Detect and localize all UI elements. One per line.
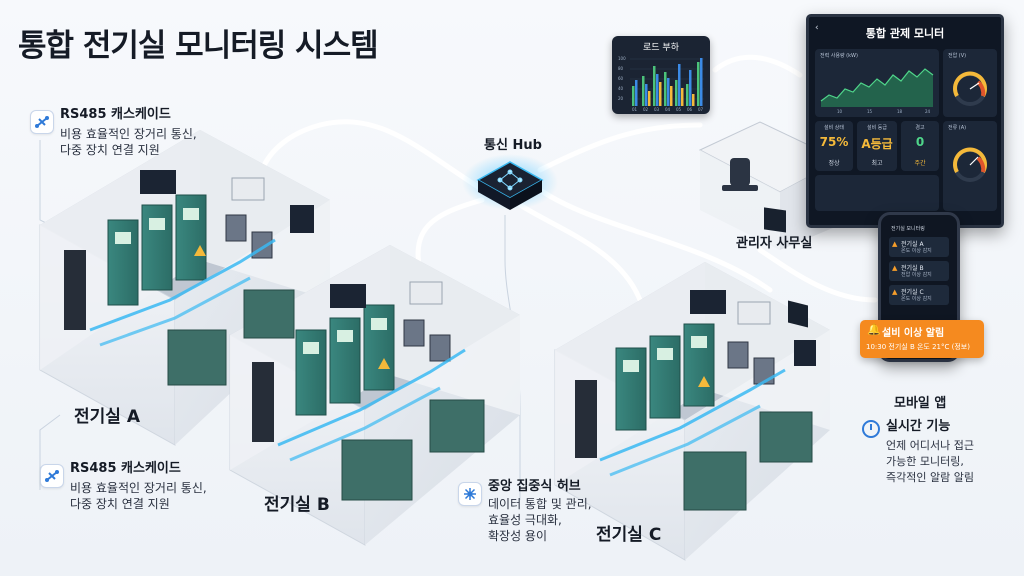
power-usage-chart xyxy=(820,68,934,107)
realtime-line-3: 즉각적인 알람 알림 xyxy=(886,471,974,484)
central-hub-title: 중앙 집중식 허브 xyxy=(488,479,581,494)
connection-arrows xyxy=(259,54,878,303)
ytick: 20 xyxy=(618,96,624,101)
axis-tick: 18 xyxy=(897,109,903,114)
warning-card-label: 경고 xyxy=(915,125,925,131)
central-hub-line-1: 데이터 통합 및 관리, xyxy=(488,497,592,511)
realtime-title: 실시간 기능 xyxy=(886,419,951,434)
monitor-title: 통합 관제 모니터 xyxy=(865,27,945,40)
load-chart-panel: 로드 부하 100 80 60 40 20 01 02 03 04 xyxy=(612,36,710,114)
voltage-gauge xyxy=(953,71,987,106)
room-a-label: 전기실 A xyxy=(74,407,140,427)
load-chart: 100 80 60 40 20 01 02 03 04 05 06 xyxy=(618,56,704,112)
status-card: 설비 상태 75% 정상 xyxy=(815,121,853,171)
warning-card-value: 0 xyxy=(915,135,925,149)
room-b-equipment xyxy=(252,281,485,501)
alert-item-title: 전기실 A xyxy=(901,241,924,248)
room-c-label: 전기실 C xyxy=(596,525,662,545)
room-a-equipment xyxy=(64,170,314,386)
realtime-line-2: 가능한 모니터링, xyxy=(886,455,964,468)
rs485-line-2: 다중 장치 연결 지원 xyxy=(70,497,170,511)
phone-alert-item[interactable]: ▲ 전기실 B 전압 이상 감지 xyxy=(889,261,949,281)
room-b-label: 전기실 B xyxy=(264,495,330,515)
rs485-title: RS485 캐스케이드 xyxy=(70,461,181,476)
ytick: 100 xyxy=(618,56,626,61)
rs485-title: RS485 캐스케이드 xyxy=(60,107,171,122)
load-chart-title: 로드 부하 xyxy=(643,43,679,53)
realtime-line-1: 언제 어디서나 접근 xyxy=(886,439,974,452)
xtick: 03 xyxy=(654,107,660,112)
office-label: 관리자 사무실 xyxy=(736,236,813,251)
page-title: 통합 전기실 모니터링 시스템 xyxy=(18,28,379,64)
status-card-sub: 정상 xyxy=(828,160,840,167)
timer-icon xyxy=(862,420,880,438)
current-gauge-card: 전류 (A) xyxy=(943,121,997,211)
room-c-equipment xyxy=(575,290,816,511)
alert-item-sub: 온도 이상 감지 xyxy=(901,248,932,254)
axis-tick: 15 xyxy=(867,109,873,114)
current-gauge xyxy=(953,147,987,182)
warning-icon: ▲ xyxy=(892,240,898,248)
grade-card-label: 설비 등급 xyxy=(867,125,887,131)
warning-card-sub: 주간 xyxy=(914,160,926,167)
rs485-line-2: 다중 장치 연결 지원 xyxy=(60,143,160,157)
xtick: 02 xyxy=(643,107,649,112)
grade-card-sub: 최고 xyxy=(871,160,883,167)
control-monitor: ‹ 통합 관제 모니터 전력 사용량 (kW) 10 15 18 24 전압 (… xyxy=(806,14,1004,228)
alert-item-title: 전기실 C xyxy=(901,289,924,296)
back-arrow-icon: ‹ xyxy=(815,23,819,33)
status-card-label: 설비 상태 xyxy=(824,125,844,131)
voltage-label: 전압 (V) xyxy=(948,53,967,59)
phone-alert-item[interactable]: ▲ 전기실 C 온도 이상 감지 xyxy=(889,285,949,305)
xtick: 06 xyxy=(687,107,693,112)
rs485-line-1: 비용 효율적인 장거리 통신, xyxy=(70,481,207,495)
bell-icon: 🔔 xyxy=(867,323,881,336)
xtick: 01 xyxy=(632,107,638,112)
current-label: 전류 (A) xyxy=(948,125,967,131)
alert-item-sub: 전압 이상 감지 xyxy=(901,272,932,278)
alert-toast[interactable]: 🔔 설비 이상 알림 10:30 전기실 B 온도 21°C (정보) xyxy=(860,320,984,358)
xtick: 07 xyxy=(698,107,704,112)
status-card-value: 75% xyxy=(819,135,849,149)
phone-alert-item[interactable]: ▲ 전기실 A 온도 이상 감지 xyxy=(889,237,949,257)
grade-card: 설비 등급 A등급 최고 xyxy=(857,121,897,171)
hub-graphic xyxy=(462,154,558,210)
alert-item-title: 전기실 B xyxy=(901,265,924,272)
warning-icon: ▲ xyxy=(892,288,898,296)
rs485-line-1: 비용 효율적인 장거리 통신, xyxy=(60,127,197,141)
phone-header: 전기실 모니터링 xyxy=(891,226,925,232)
toast-text: 10:30 전기실 B 온도 21°C (정보) xyxy=(866,343,970,351)
mobile-label: 모바일 앱 xyxy=(894,396,947,411)
hub-network-icon xyxy=(458,482,482,506)
warning-card: 경고 0 주간 xyxy=(901,121,939,171)
power-usage-card: 전력 사용량 (kW) 10 15 18 24 xyxy=(815,49,939,117)
central-hub-line-2: 효율성 극대화, xyxy=(488,513,562,527)
monitor-footer-card xyxy=(815,175,939,211)
central-hub-line-3: 확장성 용이 xyxy=(488,529,548,543)
ytick: 60 xyxy=(618,76,624,81)
ytick: 80 xyxy=(618,66,624,71)
xtick: 05 xyxy=(676,107,682,112)
network-icon xyxy=(40,464,64,488)
grade-card-value: A등급 xyxy=(861,137,893,151)
ytick: 40 xyxy=(618,86,624,91)
hub-label: 통신 Hub xyxy=(484,138,542,153)
power-usage-label: 전력 사용량 (kW) xyxy=(820,53,858,59)
axis-tick: 24 xyxy=(925,109,931,114)
xtick: 04 xyxy=(665,107,671,112)
toast-title: 설비 이상 알림 xyxy=(882,328,945,339)
alert-item-sub: 온도 이상 감지 xyxy=(901,296,932,302)
warning-icon: ▲ xyxy=(892,264,898,272)
axis-tick: 10 xyxy=(837,109,843,114)
voltage-gauge-card: 전압 (V) xyxy=(943,49,997,117)
network-icon xyxy=(30,110,54,134)
